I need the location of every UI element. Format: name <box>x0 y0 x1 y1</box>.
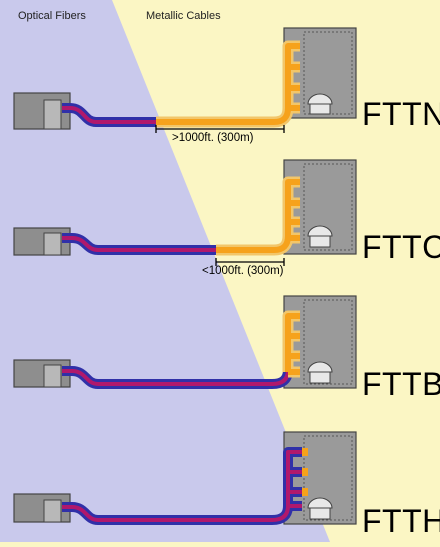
optical-region <box>0 0 330 542</box>
copper-stub <box>302 448 308 496</box>
fiber-core <box>62 450 302 522</box>
house-fttn <box>13 92 71 130</box>
cabinet-panel <box>303 435 353 521</box>
row-ftth <box>13 431 357 525</box>
house-ftth <box>13 493 71 523</box>
fiber-core <box>62 236 216 252</box>
fttc-tag: FTTC <box>362 229 440 265</box>
copper-core <box>156 43 300 125</box>
dome-base <box>309 507 331 520</box>
dome-icon <box>307 225 333 237</box>
copper-core <box>285 313 300 375</box>
copper-core <box>216 179 300 253</box>
dome-icon <box>307 497 333 509</box>
house-door <box>43 499 62 523</box>
dome-base <box>309 235 331 248</box>
house-door <box>43 99 62 130</box>
house-door <box>43 364 62 388</box>
cabinet-panel <box>303 299 353 385</box>
house-fttb <box>13 359 71 388</box>
row-fttc <box>13 159 357 266</box>
metallic-cables-label: Metallic Cables <box>146 10 221 22</box>
dome-icon <box>307 93 333 105</box>
cabinet-panel <box>303 163 353 251</box>
fttc-distance-label: <1000ft. (300m) <box>202 265 284 277</box>
fttn-tag: FTTN <box>362 96 440 132</box>
optical-fibers-label: Optical Fibers <box>18 10 86 22</box>
house-fttc <box>13 227 71 256</box>
fiber-core <box>62 369 290 386</box>
dome-base <box>309 103 331 115</box>
house-door <box>43 232 62 256</box>
fttn-distance-label: >1000ft. (300m) <box>172 132 254 144</box>
fiber-core <box>62 106 156 124</box>
fttb-tag: FTTB <box>362 366 440 402</box>
dome-icon <box>307 361 333 373</box>
ftth-tag: FTTH <box>362 503 440 539</box>
dome-base <box>309 371 331 384</box>
row-fttn <box>13 27 357 133</box>
row-fttb <box>13 295 357 389</box>
